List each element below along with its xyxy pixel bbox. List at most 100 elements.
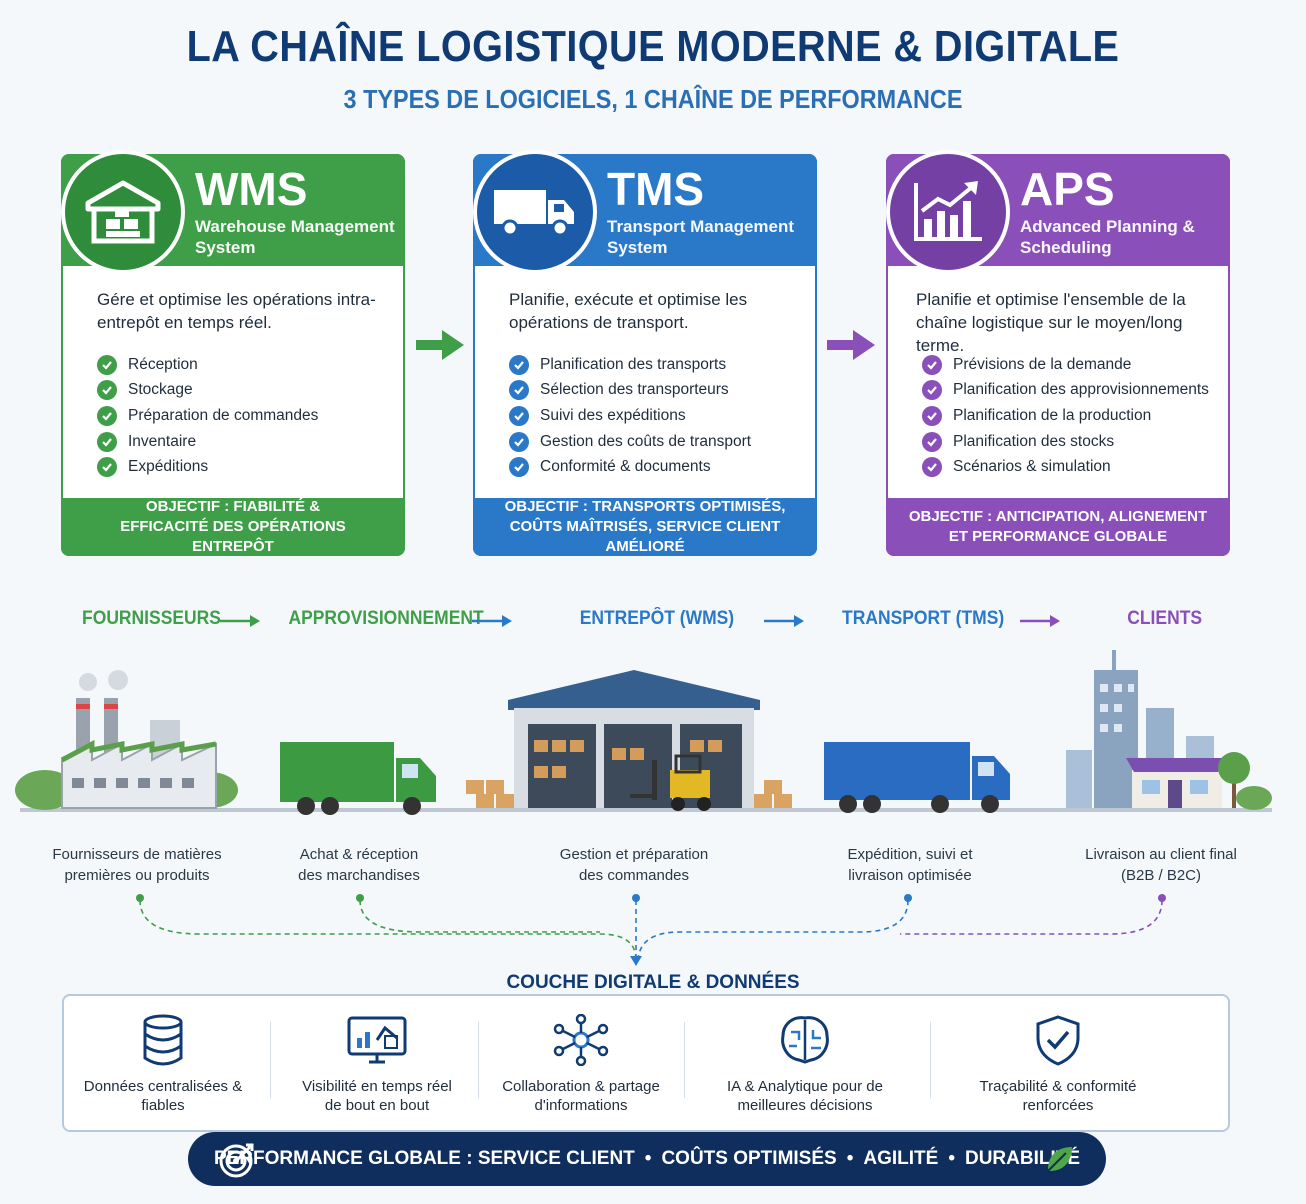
page-subtitle: 3 TYPES DE LOGICIELS, 1 CHAÎNE DE PERFOR…	[343, 84, 963, 114]
feature-label: Prévisions de la demande	[953, 355, 1132, 373]
feature-label: Inventaire	[128, 432, 197, 450]
aps-feature-list: Prévisions de la demande Planification d…	[922, 352, 1209, 480]
layer-item-label: Visibilité en temps réel de bout en bout	[302, 1078, 452, 1114]
list-item: Suivi des expéditions	[509, 403, 751, 429]
blue-truck-illustration	[824, 742, 1010, 813]
layer-item-label: Collaboration & partage d'informations	[502, 1078, 660, 1114]
wms-description: Gére et optimise les opérations intra-en…	[97, 290, 376, 332]
aps-objective: OBJECTIF : ANTICIPATION, ALIGNEMENT ET P…	[886, 498, 1230, 556]
check-icon	[922, 431, 942, 452]
tms-code: TMS	[607, 163, 705, 215]
banner-item: AGILITÉ	[863, 1148, 939, 1169]
list-item: Planification des approvisionnements	[922, 378, 1209, 404]
layer-item-label: Données centralisées & fiables	[83, 1078, 243, 1114]
monitor-dashboard-icon	[347, 1016, 407, 1064]
feature-label: Planification des approvisionnements	[953, 381, 1209, 399]
network-icon	[553, 1013, 609, 1067]
tms-card: TMS Transport Management System Planifie…	[473, 150, 817, 556]
feature-label: Planification des transports	[540, 355, 727, 373]
wms-code: WMS	[195, 163, 308, 215]
arrow-right-icon	[416, 330, 464, 360]
list-item: Inventaire	[97, 429, 318, 455]
check-icon	[509, 405, 529, 426]
check-icon	[509, 380, 529, 401]
list-item: Stockage	[97, 378, 318, 404]
feature-label: Réception	[128, 355, 198, 373]
check-icon	[922, 380, 942, 401]
layer-item-label: IA & Analytique pour de meilleures décis…	[727, 1078, 883, 1114]
divider	[930, 1022, 931, 1098]
divider	[270, 1022, 271, 1098]
banner-item: COÛTS OPTIMISÉS	[661, 1148, 837, 1169]
green-truck-illustration	[280, 742, 436, 815]
check-icon	[97, 354, 117, 375]
feature-label: Stockage	[128, 381, 193, 399]
stage-procurement: APPROVISIONNEMENT	[288, 608, 484, 629]
arrow-right-icon	[1020, 615, 1060, 627]
stage-transport: TRANSPORT (TMS)	[842, 608, 1005, 629]
bullet-separator: •	[948, 1148, 955, 1169]
stage-suppliers: FOURNISSEURS	[82, 608, 221, 629]
page-title: LA CHAÎNE LOGISTIQUE MODERNE & DIGITALE	[186, 22, 1120, 71]
list-item: Planification des stocks	[922, 429, 1209, 455]
layer-item-collaboration: Collaboration & partage d'informations	[500, 1013, 662, 1115]
stage-clients: CLIENTS	[1127, 608, 1203, 629]
feature-label: Préparation de commandes	[128, 406, 319, 424]
arrow-right-icon	[764, 615, 804, 627]
check-icon	[97, 431, 117, 452]
tms-name: Transport Management System	[607, 217, 795, 257]
list-item: Planification des transports	[509, 352, 751, 378]
stage-warehouse: ENTREPÔT (WMS)	[579, 608, 735, 629]
check-icon	[509, 354, 529, 375]
bullet-separator: •	[846, 1148, 854, 1169]
check-icon	[97, 405, 117, 426]
tms-description: Planifie, exécute et optimise les opérat…	[509, 290, 748, 332]
performance-banner: PERFORMANCE GLOBALE : SERVICE CLIENT • C…	[188, 1132, 1106, 1186]
warehouse-icon	[61, 150, 185, 274]
growth-chart-icon	[886, 150, 1010, 274]
wms-name: Warehouse Management System	[195, 217, 395, 257]
check-icon	[97, 380, 117, 401]
list-item: Réception	[97, 352, 318, 378]
divider	[684, 1022, 685, 1098]
aps-name: Advanced Planning & Scheduling	[1020, 217, 1195, 257]
city-illustration	[1066, 650, 1272, 810]
feature-label: Suivi des expéditions	[540, 406, 686, 424]
aps-objective-text: OBJECTIF : ANTICIPATION, ALIGNEMENT ET P…	[908, 508, 1208, 545]
list-item: Gestion des coûts de transport	[509, 429, 751, 455]
supply-chain-illustration	[15, 650, 1272, 815]
list-item: Scénarios & simulation	[922, 454, 1209, 480]
arrow-right-icon	[827, 330, 875, 360]
divider	[478, 1022, 479, 1098]
layer-item-label: Traçabilité & conformité renforcées	[979, 1078, 1137, 1114]
list-item: Expéditions	[97, 454, 318, 480]
check-icon	[509, 457, 529, 478]
layer-item-data: Données centralisées & fiables	[82, 1014, 244, 1115]
list-item: Préparation de commandes	[97, 403, 318, 429]
check-icon	[922, 354, 942, 375]
feature-label: Gestion des coûts de transport	[540, 432, 752, 450]
digital-layer-panel	[62, 994, 1230, 1132]
database-icon	[143, 1014, 183, 1066]
aps-card: APS Advanced Planning & Scheduling Plani…	[886, 150, 1230, 556]
arrow-right-icon	[220, 615, 260, 627]
feature-label: Expéditions	[128, 458, 209, 476]
check-icon	[922, 405, 942, 426]
wms-objective: OBJECTIF : FIABILITÉ & EFFICACITÉ DES OP…	[61, 498, 405, 556]
truck-icon	[473, 150, 597, 274]
warehouse-illustration	[466, 670, 792, 811]
layer-item-visibility: Visibilité en temps réel de bout en bout	[298, 1014, 456, 1115]
feature-label: Sélection des transporteurs	[540, 381, 729, 399]
wms-feature-list: Réception Stockage Préparation de comman…	[97, 352, 318, 480]
factory-illustration	[15, 670, 238, 810]
data-connectors	[136, 894, 1166, 966]
wms-objective-text: OBJECTIF : FIABILITÉ & EFFICACITÉ DES OP…	[120, 498, 346, 555]
digital-layer-title-text: COUCHE DIGITALE & DONNÉES	[492, 972, 814, 993]
check-icon	[509, 431, 529, 452]
tms-objective-text: OBJECTIF : TRANSPORTS OPTIMISÉS, COÛTS M…	[504, 498, 786, 555]
arrow-right-icon	[472, 615, 512, 627]
digital-layer-title: COUCHE DIGITALE & DONNÉES	[0, 972, 1306, 994]
target-icon	[219, 1143, 254, 1178]
list-item: Sélection des transporteurs	[509, 378, 751, 404]
layer-item-traceability: Traçabilité & conformité renforcées	[976, 1014, 1140, 1115]
